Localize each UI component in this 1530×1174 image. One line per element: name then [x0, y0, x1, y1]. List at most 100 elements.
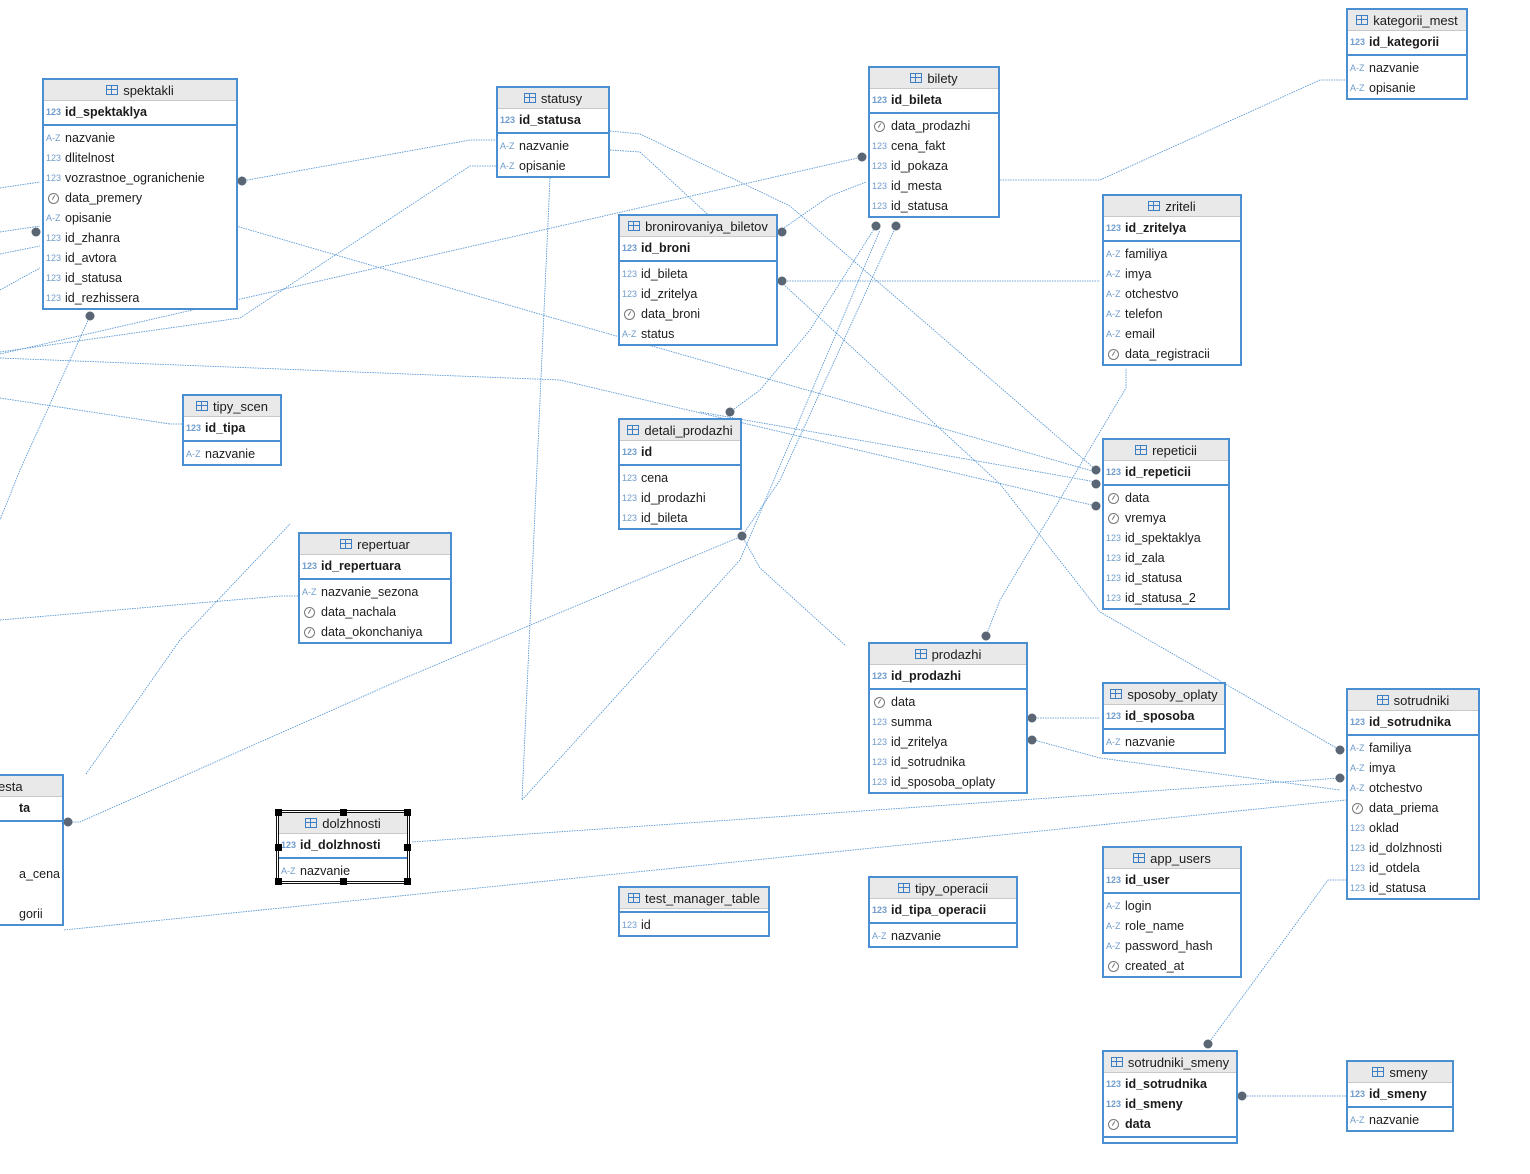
relationship-endpoint[interactable]: [871, 221, 881, 231]
column-a_cena[interactable]: a_cena: [0, 864, 62, 884]
column-data[interactable]: data: [870, 692, 1026, 712]
relationship-line[interactable]: [1033, 739, 1341, 791]
relationship-line[interactable]: [521, 177, 551, 801]
relationship-endpoint[interactable]: [725, 407, 735, 417]
relationship-line[interactable]: [741, 535, 847, 647]
resize-handle[interactable]: [404, 878, 411, 885]
relationship-line[interactable]: [729, 225, 877, 413]
column-vremya[interactable]: vremya: [1104, 508, 1228, 528]
entity-header[interactable]: sposoby_oplaty: [1104, 684, 1224, 705]
relationship-endpoint[interactable]: [857, 152, 867, 162]
entity-header[interactable]: bronirovaniya_biletov: [620, 216, 776, 237]
relationship-endpoint[interactable]: [1203, 1039, 1213, 1049]
column-data_priema[interactable]: data_priema: [1348, 798, 1478, 818]
column-data_broni[interactable]: data_broni: [620, 304, 776, 324]
column-data_okonchaniya[interactable]: data_okonchaniya: [300, 622, 450, 642]
relationship-endpoint[interactable]: [1237, 1091, 1247, 1101]
relationship-line[interactable]: [741, 225, 897, 537]
relationship-line[interactable]: [699, 411, 1097, 483]
entity-header[interactable]: repertuar: [300, 534, 450, 555]
entity-header[interactable]: app_users: [1104, 848, 1240, 869]
entity-header[interactable]: sotrudniki_smeny: [1104, 1052, 1236, 1073]
relationship-line[interactable]: [1207, 879, 1346, 1045]
entity-header[interactable]: tipy_scen: [184, 396, 280, 417]
column-data_nachala[interactable]: data_nachala: [300, 602, 450, 622]
entity-header[interactable]: prodazhi: [870, 644, 1026, 665]
resize-handle[interactable]: [404, 809, 411, 816]
relationship-line[interactable]: [609, 149, 1341, 751]
resize-handle[interactable]: [275, 809, 282, 816]
resize-handle[interactable]: [340, 809, 347, 816]
relationship-line[interactable]: [235, 225, 1097, 473]
entity-header[interactable]: bilety: [870, 68, 998, 89]
entity-header[interactable]: tipy_operacii: [870, 878, 1016, 899]
relationship-line[interactable]: [0, 595, 298, 621]
relationship-line[interactable]: [0, 267, 41, 291]
relationship-line[interactable]: [85, 523, 291, 775]
relationship-endpoint[interactable]: [1027, 735, 1037, 745]
relationship-endpoint[interactable]: [777, 227, 787, 237]
relationship-line[interactable]: [0, 315, 91, 521]
relationship-line[interactable]: [63, 799, 1347, 931]
relationship-line[interactable]: [241, 139, 496, 182]
relationship-line[interactable]: [0, 225, 41, 233]
relationship-endpoint[interactable]: [1091, 465, 1101, 475]
relationship-endpoint[interactable]: [1335, 773, 1345, 783]
column-data[interactable]: data: [1104, 488, 1228, 508]
relationship-line[interactable]: [985, 368, 1127, 637]
relationship-endpoint[interactable]: [891, 221, 901, 231]
relationship-line[interactable]: [0, 245, 41, 255]
relationship-endpoint[interactable]: [981, 631, 991, 641]
relationship-line[interactable]: [68, 535, 743, 823]
